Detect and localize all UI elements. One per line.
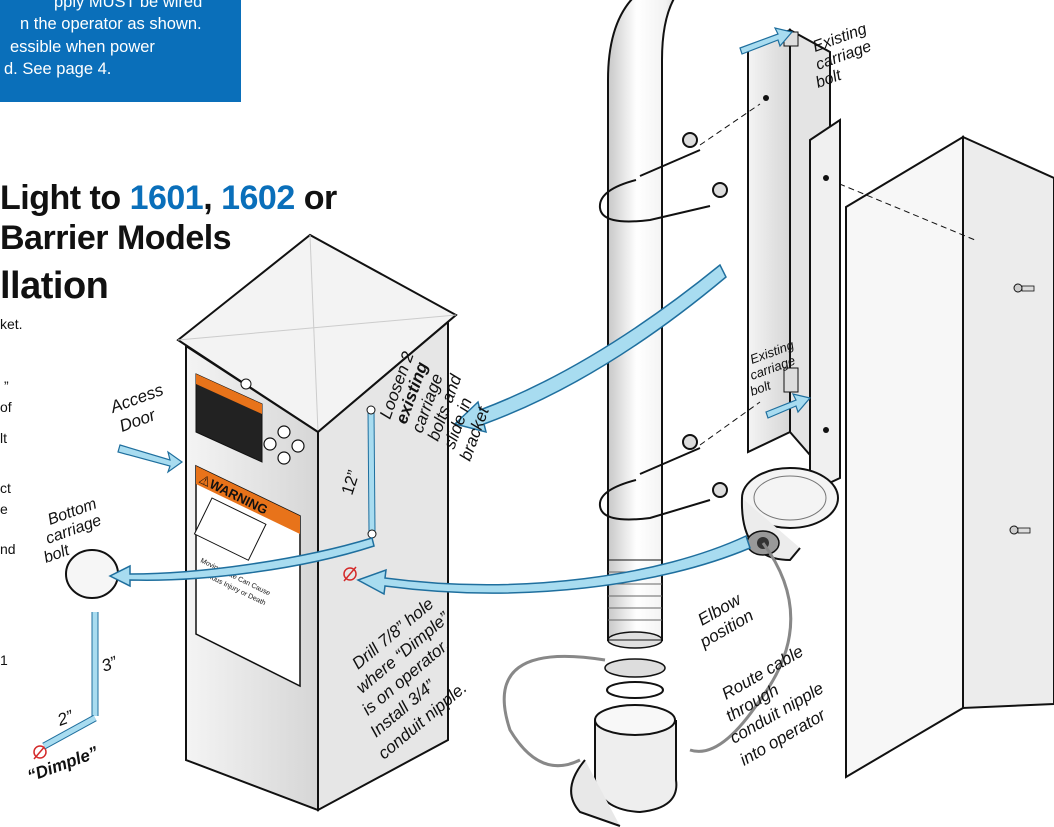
bracket-cover: [829, 135, 1054, 779]
operator-cabinet: [176, 233, 458, 812]
text-fragment: ”: [4, 378, 9, 394]
lower-elbow: [570, 658, 678, 827]
dimension-12-inch: [366, 405, 377, 539]
arrow-existing-top: [739, 27, 794, 55]
page-title-line-3: llation: [0, 265, 109, 307]
note-line-3: essible when power: [10, 38, 155, 56]
cover-bolt-top: [1013, 283, 1035, 293]
note-line-2: n the operator as shown.: [20, 15, 202, 33]
arrow-drill: [356, 534, 751, 596]
elbow-fitting: [740, 467, 839, 562]
text-fragment: of: [0, 399, 12, 415]
operator-top-label: [195, 373, 263, 463]
model-1602: 1602: [221, 179, 295, 217]
svg-text:bolt: bolt: [42, 542, 73, 567]
page-title-line-2: Barrier Models: [0, 219, 232, 257]
bottom-carriage-bolt-detail: [42, 549, 119, 750]
note-line-1: pply MUST be wired: [54, 0, 203, 11]
page-title-line-1: Light to 1601, 1602 or: [0, 179, 337, 217]
arrow-bottom-bolt: [108, 537, 375, 588]
text-fragment: lt: [0, 430, 7, 446]
conduit-cable: [502, 542, 793, 768]
text-fragment: nd: [0, 541, 16, 557]
light-pole: [607, 0, 675, 649]
callout-access-door: Access Door: [107, 380, 166, 436]
dimple-marker-detail: [33, 744, 47, 760]
arrow-access-door: [117, 444, 184, 474]
cover-bolt-bottom: [1009, 525, 1031, 535]
text-fragment: ct: [0, 480, 11, 496]
arrow-existing-mid: [765, 393, 812, 419]
dimple-marker-operator: [343, 566, 357, 582]
text-fragment: 1: [0, 652, 8, 668]
note-line-4: d. See page 4.: [4, 60, 112, 78]
text-fragment: ket.: [0, 316, 23, 332]
dimension-label-3-inch: 3”: [99, 652, 121, 675]
u-bolt-upper: [598, 132, 728, 223]
power-supply-note-box: pply MUST be wired n the operator as sho…: [0, 0, 241, 102]
u-bolt-lower: [598, 434, 728, 521]
arrow-loosen: [453, 263, 727, 434]
warning-label: ⚠WARNING Moving Gate Can Cause Serious I…: [193, 464, 301, 688]
mounting-bracket: [699, 28, 841, 494]
model-1601: 1601: [129, 179, 204, 217]
callout-elbow-position: Elbow position: [695, 589, 757, 652]
text-fragment: e: [0, 501, 8, 517]
dimple-label: “Dimple”: [25, 743, 101, 786]
operator-port-cluster: [263, 425, 305, 465]
callout-route-cable: Route cable through conduit nipple into …: [719, 642, 830, 770]
callout-existing-bolt-top: Existing carriage bolt: [811, 21, 874, 92]
svg-text:bolt: bolt: [748, 377, 774, 399]
